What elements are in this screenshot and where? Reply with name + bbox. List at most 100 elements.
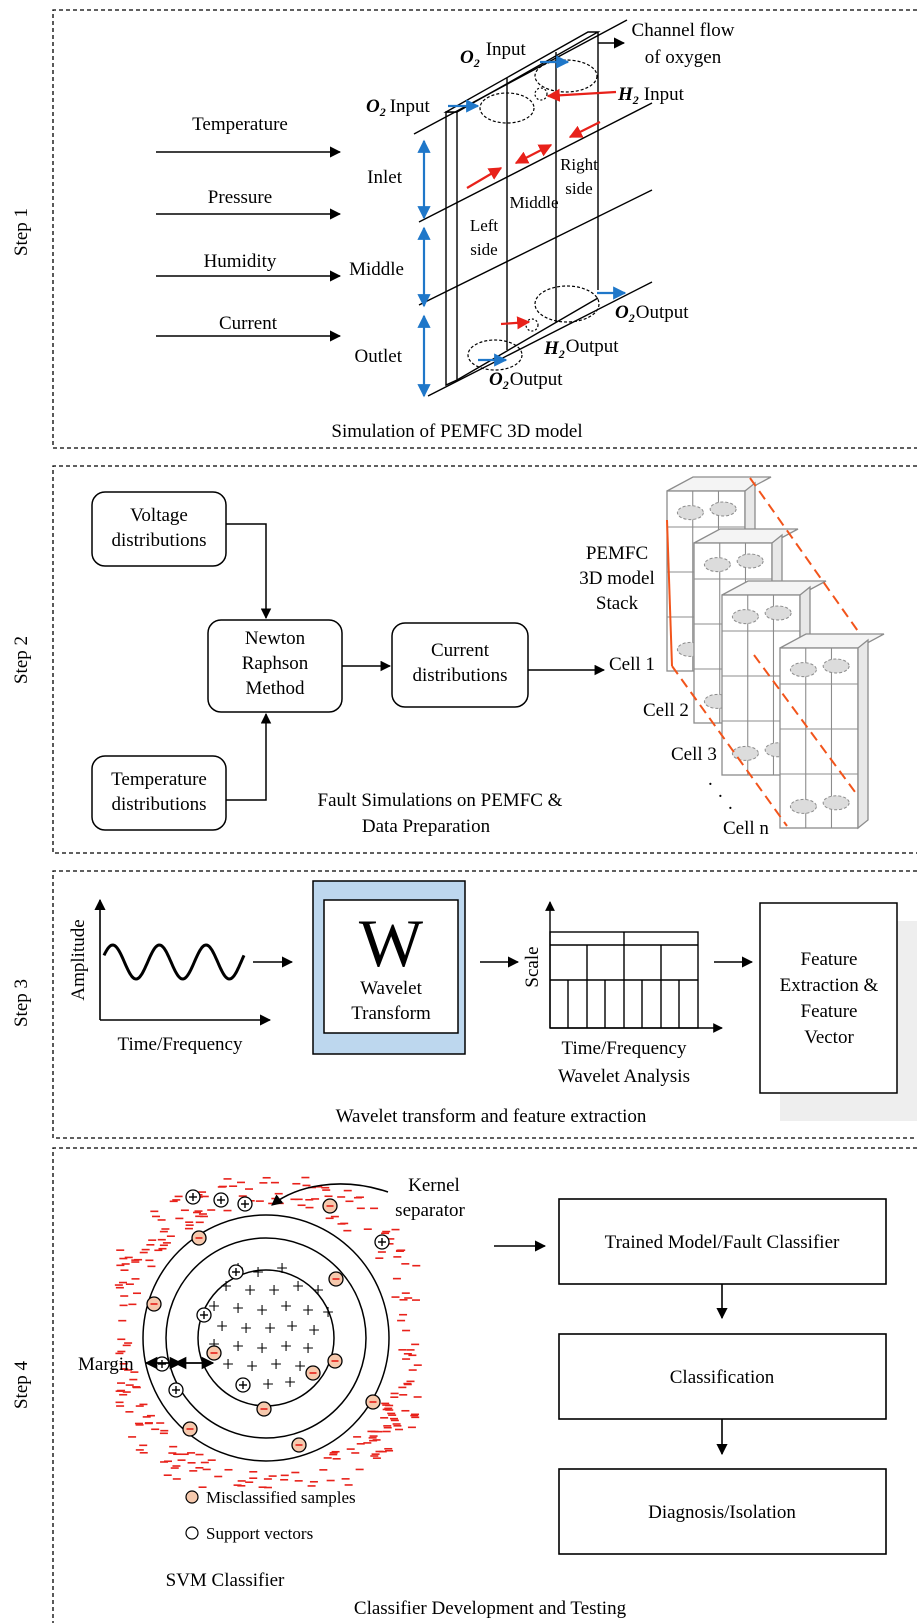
region-middle-label: Middle	[349, 259, 404, 280]
temperature-label-2: distributions	[111, 794, 206, 815]
wavelet-symbol: W	[359, 905, 424, 981]
kernel-label-1: Kernel	[408, 1175, 460, 1196]
side-left-label-2: side	[470, 240, 497, 259]
step2-box-labels: Voltage distributions Temperature distri…	[111, 505, 769, 839]
current-label-2: distributions	[412, 665, 507, 686]
plus-sample: +	[302, 1336, 314, 1360]
plus-sample: +	[262, 1372, 274, 1396]
plus-sample: +	[292, 1274, 304, 1298]
blue-arrows	[417, 55, 627, 398]
plus-sample: +	[256, 1298, 268, 1322]
region-inlet-label: Inlet	[367, 167, 403, 188]
stack-outline	[666, 477, 861, 827]
trained-model-label: Trained Model/Fault Classifier	[605, 1232, 840, 1253]
h2-output-label: H2Output	[543, 336, 619, 361]
wavelet-label-2: Transform	[351, 1003, 431, 1024]
plus-sample: +	[252, 1260, 264, 1284]
step-labels: Step 1 Step 2 Step 3 Step 4	[11, 208, 32, 1409]
plus-sample: +	[216, 1314, 228, 1338]
step3-caption: Wavelet transform and feature extraction	[336, 1106, 647, 1127]
positive-samples: +++++++++++++++++++++++++++++++	[208, 1256, 334, 1396]
svm-label: SVM Classifier	[166, 1570, 285, 1591]
plus-sample: +	[246, 1354, 258, 1378]
newton-label-3: Method	[245, 678, 305, 699]
cell-3-label: Cell 3	[671, 744, 717, 765]
classification-label: Classification	[670, 1367, 775, 1388]
wavelet-transform-block: W Wavelet Transform	[312, 880, 466, 1055]
red-arrows	[466, 88, 617, 330]
plus-sample: +	[264, 1316, 276, 1340]
signal-plot: Amplitude Time/Frequency	[68, 898, 272, 1055]
step-2-label: Step 2	[11, 636, 32, 684]
plus-sample: +	[284, 1370, 296, 1394]
feature-label-2: Extraction &	[780, 975, 879, 996]
margin-label: Margin	[78, 1354, 134, 1375]
outer-margin-circle	[142, 1214, 390, 1462]
mid-margin-circle	[165, 1237, 367, 1439]
plus-sample: +	[208, 1332, 220, 1356]
input-temperature-label: Temperature	[192, 114, 288, 135]
classification-box	[558, 1333, 887, 1420]
o2-input-top-label: O2Input	[460, 39, 527, 70]
plus-sample: +	[280, 1334, 292, 1358]
plus-sample: +	[286, 1314, 298, 1338]
step1-caption: Simulation of PEMFC 3D model	[331, 421, 582, 442]
plus-sample: +	[232, 1296, 244, 1320]
scale-label: Scale	[522, 946, 543, 987]
feature-label-4: Vector	[804, 1027, 854, 1048]
stack-dot-1: .	[708, 769, 713, 790]
voltage-label-1: Voltage	[130, 505, 188, 526]
plus-sample: +	[240, 1316, 252, 1340]
voltage-distributions-box	[91, 491, 227, 567]
kernel-label-2: separator	[395, 1200, 465, 1221]
voltage-label-2: distributions	[111, 530, 206, 551]
step2-caption-1: Fault Simulations on PEMFC &	[318, 790, 563, 811]
stack-dot-2: .	[718, 781, 723, 802]
plus-sample: +	[208, 1294, 220, 1318]
input-current-label: Current	[219, 313, 278, 334]
plus-sample: +	[244, 1278, 256, 1302]
wavelet-label-1: Wavelet	[360, 978, 422, 999]
signal-wave	[102, 943, 246, 981]
plus-sample: +	[256, 1336, 268, 1360]
input-humidity-label: Humidity	[204, 251, 277, 272]
plus-sample: +	[268, 1278, 280, 1302]
temperature-label-1: Temperature	[111, 769, 207, 790]
step2-connectors	[226, 523, 606, 801]
step-3-label: Step 3	[11, 979, 32, 1027]
region-outlet-label: Outlet	[355, 346, 403, 367]
plus-sample: +	[308, 1318, 320, 1342]
step-1-label: Step 1	[11, 208, 32, 256]
classifier-pipeline: Trained Model/Fault Classifier Classific…	[558, 1198, 887, 1555]
side-right-label-2: side	[565, 179, 592, 198]
plus-sample: +	[294, 1354, 306, 1378]
plus-sample: +	[312, 1278, 324, 1302]
diagnosis-box	[558, 1468, 887, 1555]
plus-sample: +	[220, 1274, 232, 1298]
side-middle-label: Middle	[509, 193, 558, 212]
current-distributions-box	[391, 622, 529, 708]
step2-flowchart	[91, 491, 529, 831]
pemfc-stack	[666, 476, 885, 830]
kernel-pointer-arrow	[271, 1183, 389, 1206]
step-4-label: Step 4	[11, 1360, 32, 1409]
pemfc-3d-model	[413, 19, 653, 397]
newton-label-1: Newton	[245, 628, 306, 649]
feature-label-1: Feature	[801, 949, 858, 970]
stack-label-1: PEMFC	[586, 543, 648, 564]
legend-support-label: Support vectors	[206, 1524, 313, 1543]
o2-output-bottom-label: O2Output	[489, 369, 563, 392]
svm-classifier-plot: +++++++++++++++++++++++++++++++ Kernel s…	[78, 1175, 465, 1591]
side-right-label-1: Right	[560, 155, 598, 174]
step4-caption: Classifier Development and Testing	[354, 1598, 627, 1619]
stack-label-2: 3D model	[579, 568, 654, 589]
stack-plate	[779, 633, 885, 830]
wavelet-analysis-labels: Scale Time/Frequency Wavelet Analysis	[522, 946, 690, 1087]
trained-model-box	[558, 1198, 887, 1285]
legend-misclassified-marker	[185, 1490, 199, 1504]
diagnosis-label: Diagnosis/Isolation	[648, 1502, 796, 1523]
plus-sample: +	[276, 1256, 288, 1280]
